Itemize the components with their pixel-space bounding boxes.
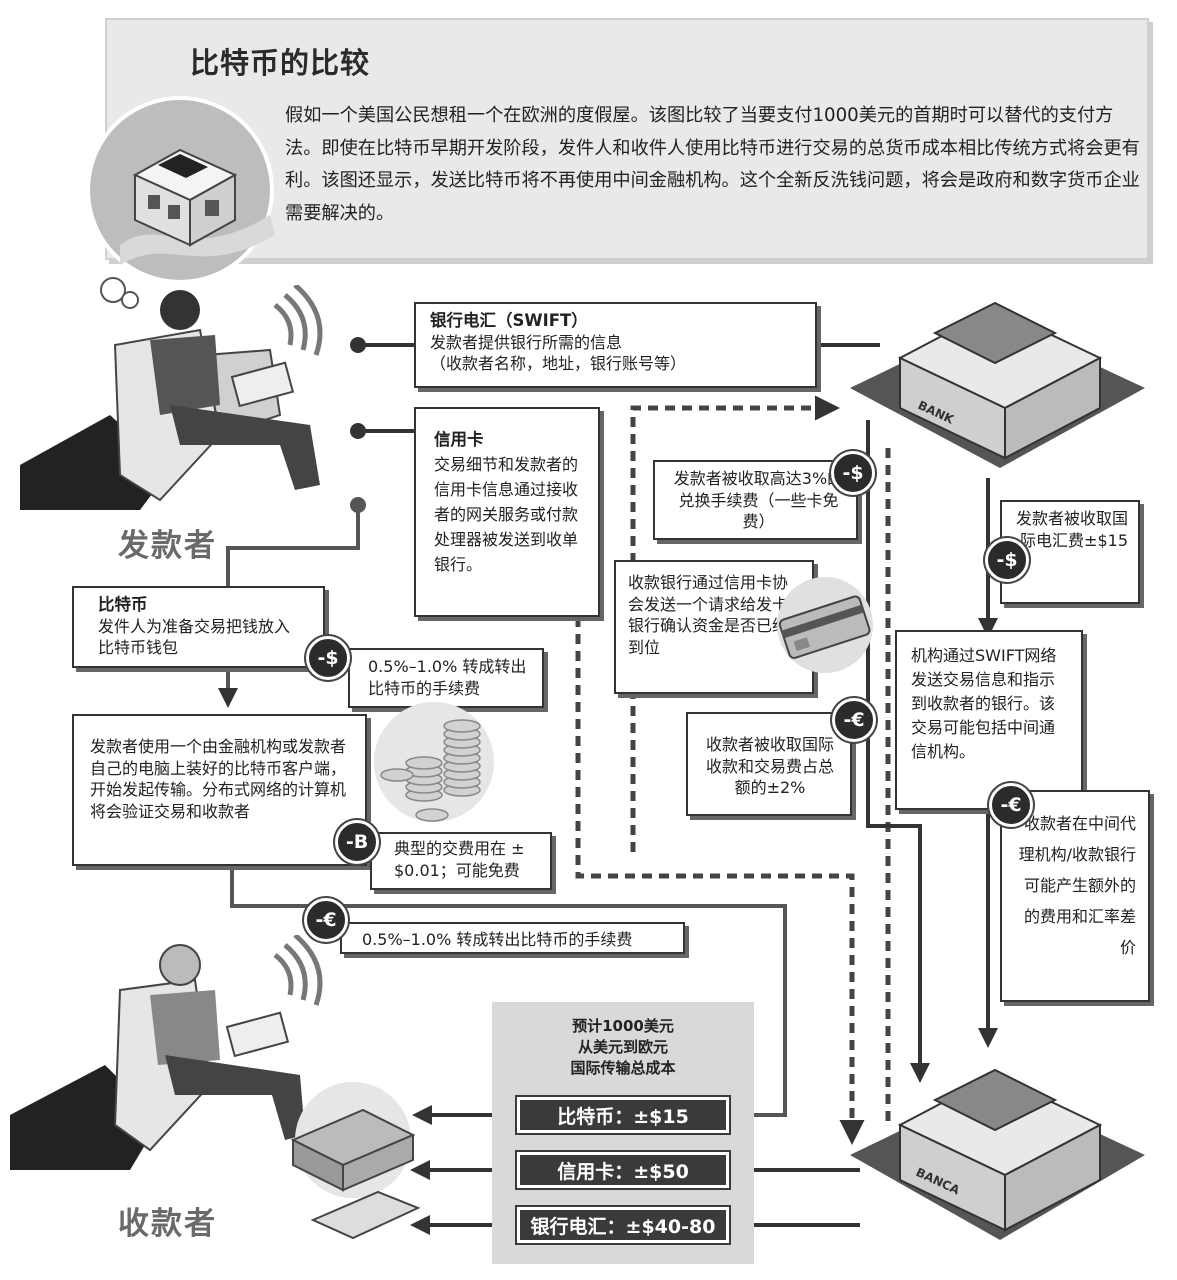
usd-fee-icon: -$ (985, 538, 1029, 582)
intermediary-fee-box: 收款者在中间代理机构/收款银行可能产生额外的的费用和汇率差价 (1000, 790, 1150, 1002)
swift-line1: 发款者提供银行所需的信息 (430, 332, 623, 352)
intro-text: 假如一个美国公民想租一个在欧洲的度假屋。该图比较了当要支付1000美元的首期时可… (285, 105, 1140, 224)
coins-icon (374, 702, 494, 822)
credit-card-box: 信用卡 交易细节和发款者的信用卡信息通过接收者的网关服务或付款处理器被发送到收单… (414, 407, 600, 617)
thought-house-icon (86, 96, 275, 309)
bank-building-icon: BANCA (850, 1068, 1145, 1240)
cost-wire: 银行电汇：±$40-80 (517, 1207, 729, 1243)
swift-network-box: 机构通过SWIFT网络发送交易信息和指示到收款者的银行。该交易可能包括中间通信机… (895, 630, 1083, 810)
btc-in-fee-box: 0.5%–1.0% 转成转出比特币的手续费 (340, 922, 685, 954)
usd-fee-icon: -$ (831, 451, 875, 495)
swift-title: 银行电汇（SWIFT） (430, 311, 588, 330)
eur-fee-icon: -€ (989, 783, 1033, 827)
swift-line2: （收款者名称，地址，银行账号等） (430, 354, 687, 373)
bank-building-icon: BANK (850, 301, 1145, 468)
credit-card-icon (777, 577, 873, 673)
btc-out-fee-box: 0.5%–1.0% 转成转出比特币的手续费 (348, 648, 544, 708)
header-panel (105, 18, 1149, 260)
btc-tx-fee-box: 典型的交费用在 ±$0.01；可能免费 (370, 832, 552, 890)
receiver-person-icon (10, 935, 323, 1170)
eur-fee-icon: -€ (832, 698, 876, 742)
bitcoin-box: 比特币 发件人为准备交易把钱放入比特币钱包 (72, 586, 325, 668)
bitcoin-text: 发件人为准备交易把钱放入比特币钱包 (98, 616, 291, 658)
btc-fee-icon: -B (335, 820, 379, 864)
card-verify-box: 收款银行通过信用卡协会发送一个请求给发卡银行确认资金是否已经到位 (614, 560, 814, 694)
receiver-label: 收款者 (118, 1206, 217, 1242)
swift-box: 银行电汇（SWIFT） 发款者提供银行所需的信息 （收款者名称，地址，银行账号等… (414, 302, 817, 388)
cost-summary-title: 预计1000美元 从美元到欧元 国际传输总成本 (570, 1017, 676, 1077)
sender-person-icon (20, 285, 323, 510)
bitcoin-title: 比特币 (98, 595, 148, 614)
cost-credit-card: 信用卡：±$50 (517, 1152, 729, 1188)
cash-icon (290, 1082, 421, 1240)
usd-fee-icon: -$ (306, 636, 350, 680)
eur-fee-icon: -€ (304, 898, 348, 942)
bitcoin-client-box: 发款者使用一个由金融机构或发款者自己的电脑上装好的比特币客户端，开始发起传输。分… (72, 714, 367, 866)
cost-bitcoin: 比特币：±$15 (517, 1097, 729, 1133)
card-fx-fee-box: 发款者被收取高达3%的兑换手续费（一些卡免费） (653, 460, 858, 540)
sender-label: 发款者 (118, 528, 217, 564)
credit-card-text: 交易细节和发款者的信用卡信息通过接收者的网关服务或付款处理器被发送到收单银行。 (434, 455, 579, 574)
page-title: 比特币的比较 (190, 46, 371, 80)
card-receiver-fee-box: 收款者被收取国际收款和交易费占总额的±2% (686, 712, 852, 816)
credit-card-title: 信用卡 (434, 430, 484, 449)
